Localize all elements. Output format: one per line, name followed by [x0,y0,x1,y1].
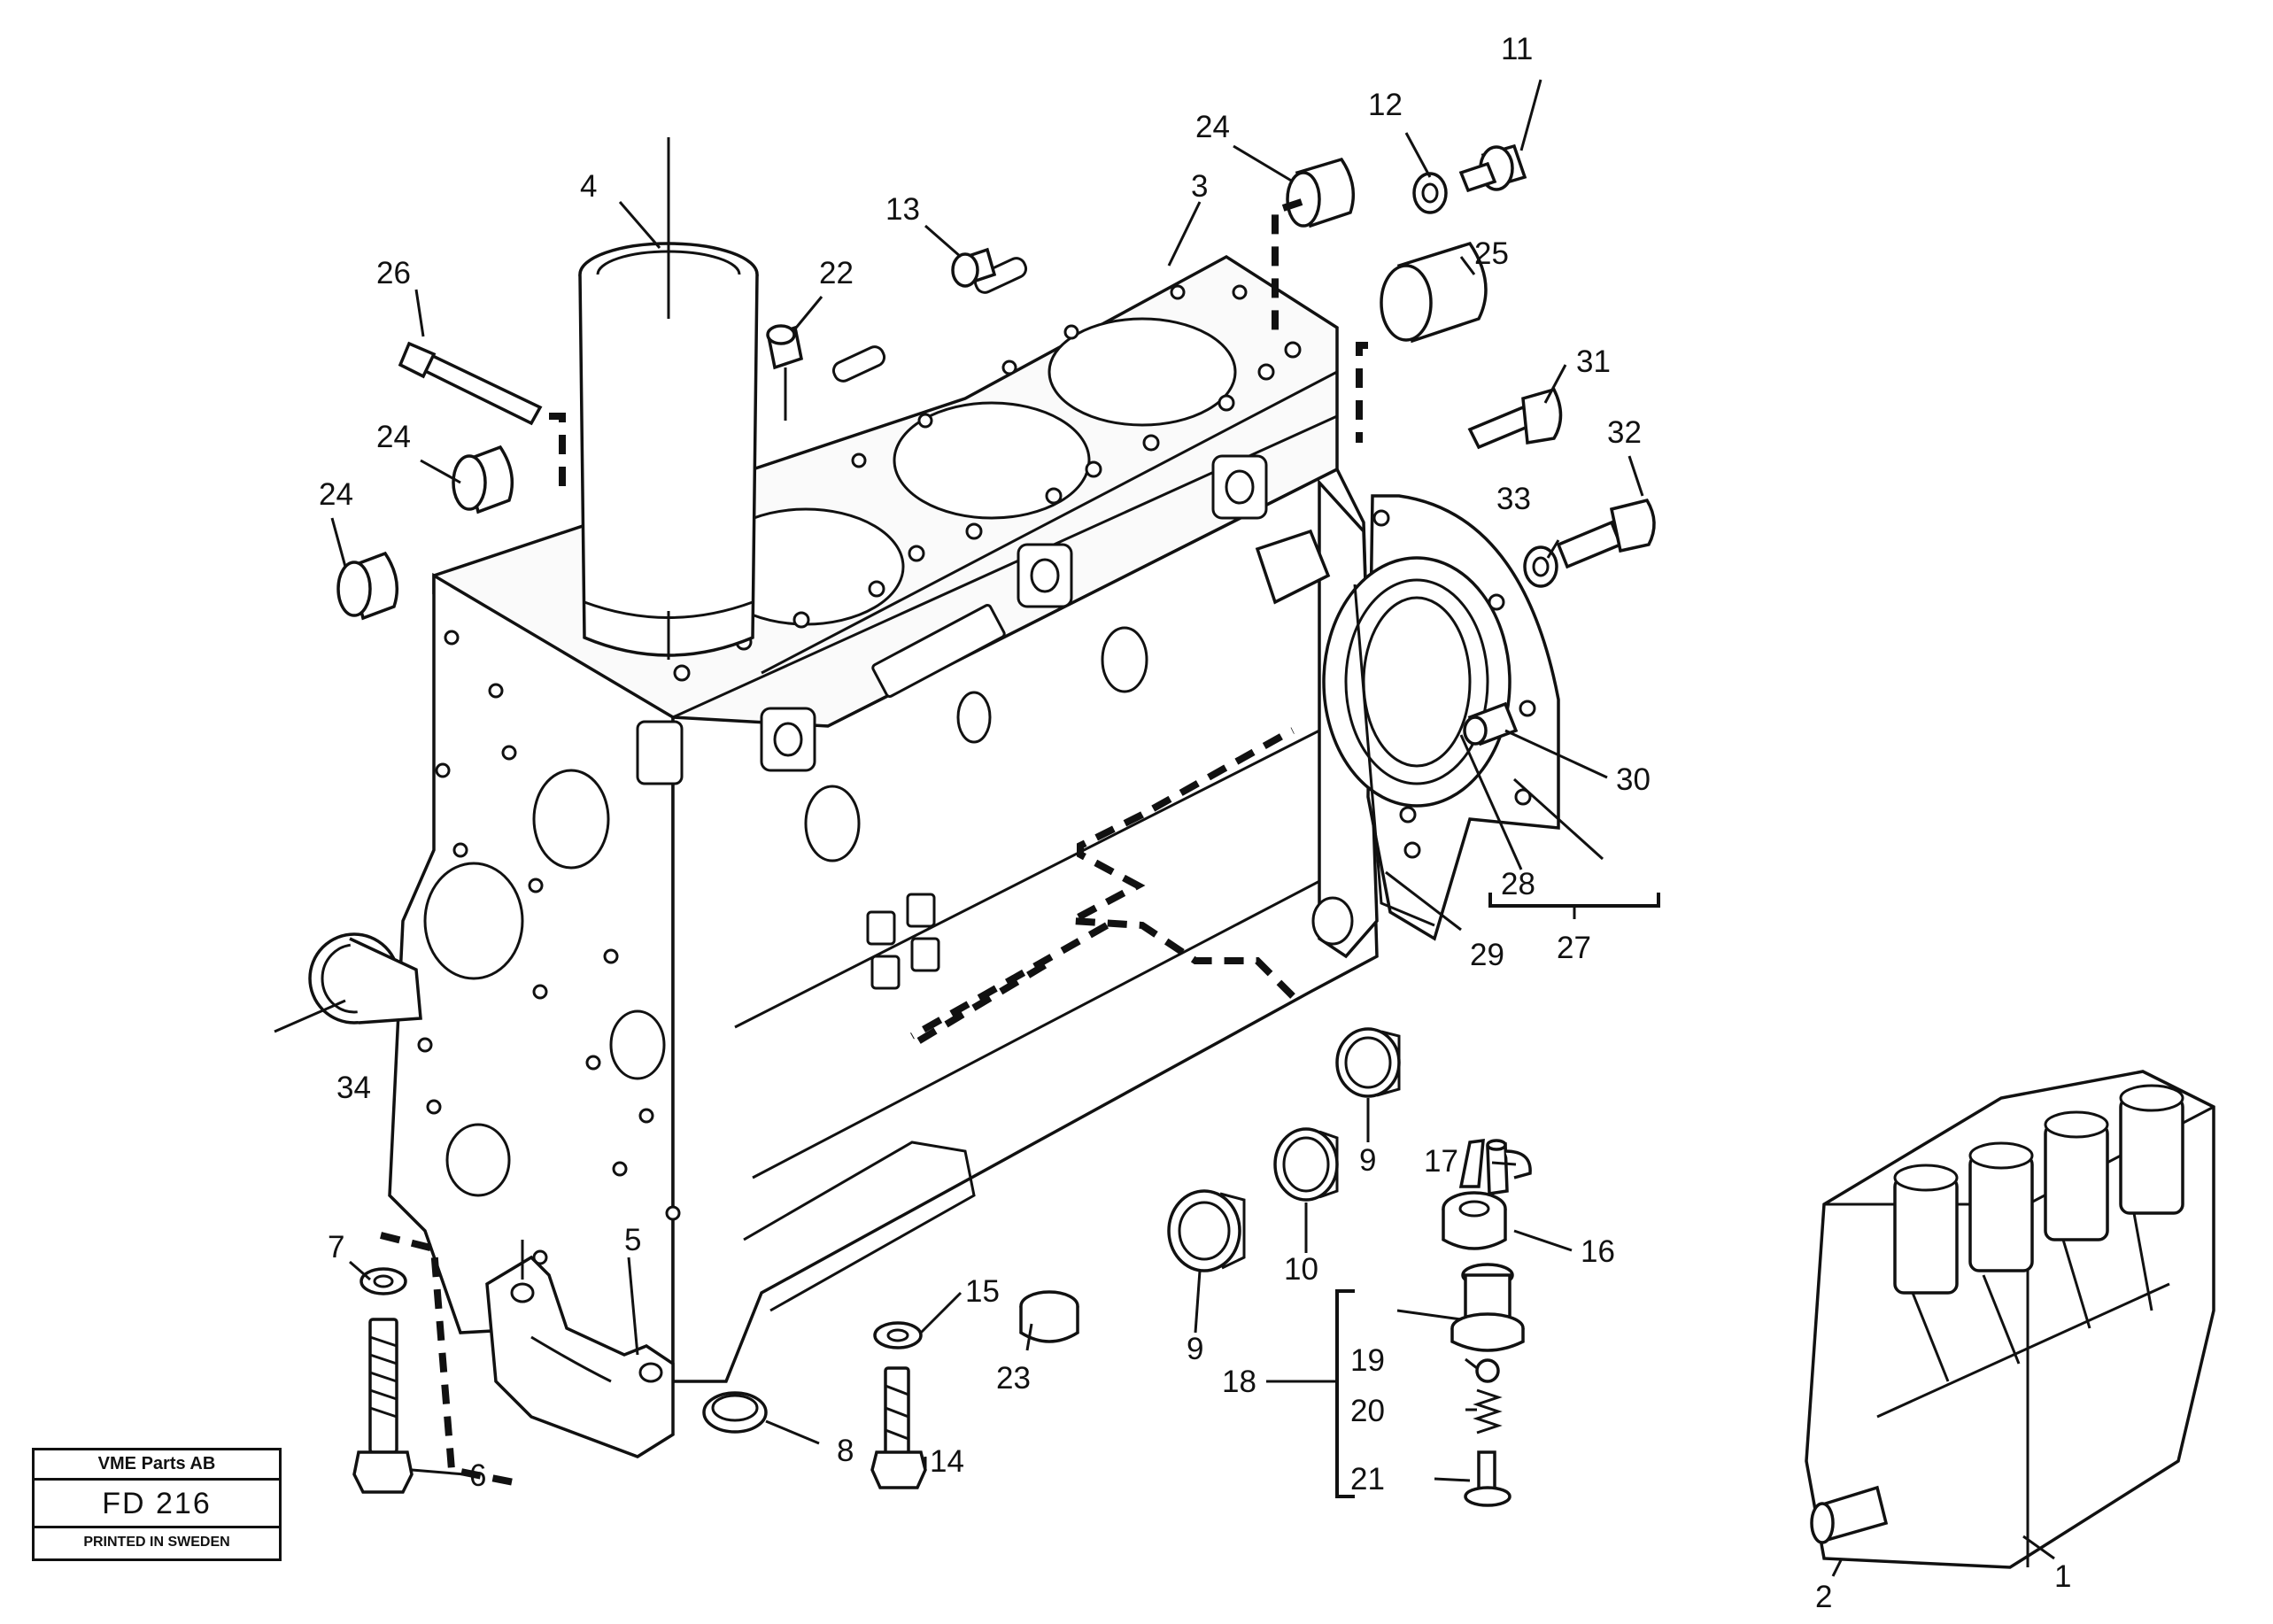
welch-plug-24-far-left [336,551,399,621]
piston-cooling-nozzle [1442,1138,1532,1250]
callout-33: 33 [1496,482,1531,516]
bolt-31 [1467,387,1563,450]
bearing-9-lower [1167,1189,1246,1272]
callout-9b: 9 [1187,1332,1203,1366]
callout-22: 22 [819,256,854,290]
washer-15 [873,1321,923,1349]
callout-4: 4 [580,169,597,204]
assembly-lines [380,198,1368,1487]
plug-23 [1019,1290,1079,1343]
callout-1: 1 [2054,1559,2071,1594]
callout-8: 8 [837,1434,854,1468]
inset-engine-view [1805,1070,2215,1577]
rear-seal-housing [1322,494,1560,941]
callout-labels: 4 3 13 22 24 12 11 25 31 32 33 26 24 24 … [319,32,2071,1614]
cylinder-liner [578,137,759,660]
bearing-9-upper [1335,1027,1401,1098]
leader-lines [274,79,1660,1498]
callout-11: 11 [1501,32,1533,66]
callout-9a: 9 [1359,1143,1376,1178]
washer-12 [1412,172,1448,214]
callout-27: 27 [1557,931,1591,965]
callout-12: 12 [1368,88,1403,122]
bolt-32 [1556,498,1656,569]
ball-19 [1475,1358,1500,1383]
callout-30: 30 [1616,762,1651,797]
bearing-10 [1273,1127,1339,1202]
bearing-8 [702,1391,768,1434]
callout-14: 14 [930,1444,964,1479]
welch-plug-24-left [452,445,514,514]
company-name: VME Parts AB [35,1450,279,1481]
drawing-code: FD 216 [35,1481,279,1528]
welch-plug-25 [1380,241,1488,344]
callout-23: 23 [996,1361,1031,1396]
callout-28: 28 [1501,867,1535,901]
callout-24a: 24 [1195,110,1230,144]
washer-7 [360,1267,407,1295]
callout-16: 16 [1581,1234,1615,1269]
callout-13: 13 [885,192,920,227]
callout-17: 17 [1424,1144,1458,1179]
welch-plug-24-top [1286,157,1356,228]
callout-29: 29 [1470,938,1504,972]
stud-26 [398,341,543,426]
plug-13 [951,247,997,288]
spring-20 [1473,1388,1503,1435]
callout-19: 19 [1350,1343,1385,1378]
callout-15: 15 [965,1274,1000,1309]
callout-31: 31 [1576,344,1611,379]
callout-10: 10 [1284,1252,1318,1287]
callout-34: 34 [336,1071,371,1105]
callout-2: 2 [1815,1580,1832,1614]
bolt-6 [352,1318,414,1494]
valve-body [1450,1263,1525,1352]
plug-11 [1458,143,1527,193]
bushing-34 [308,932,422,1025]
plunger-21 [1464,1450,1511,1507]
callout-7: 7 [328,1230,344,1264]
callout-18: 18 [1222,1365,1256,1399]
callout-21: 21 [1350,1462,1385,1496]
printed-note: PRINTED IN SWEDEN [83,1535,230,1550]
bolt-14 [870,1366,927,1489]
callout-24b: 24 [376,420,411,454]
callout-26: 26 [376,256,411,290]
callout-5: 5 [624,1223,641,1257]
callout-20: 20 [1350,1394,1385,1428]
main-bearing-cap [485,1240,675,1458]
callout-32: 32 [1607,415,1642,450]
callout-3: 3 [1191,169,1208,204]
callout-24c: 24 [319,477,353,512]
pin-22 [766,324,804,421]
title-block: VME Parts AB FD 216 PRINTED IN SWEDEN [32,1448,282,1561]
callout-25: 25 [1474,236,1509,271]
callout-6: 6 [469,1458,486,1493]
